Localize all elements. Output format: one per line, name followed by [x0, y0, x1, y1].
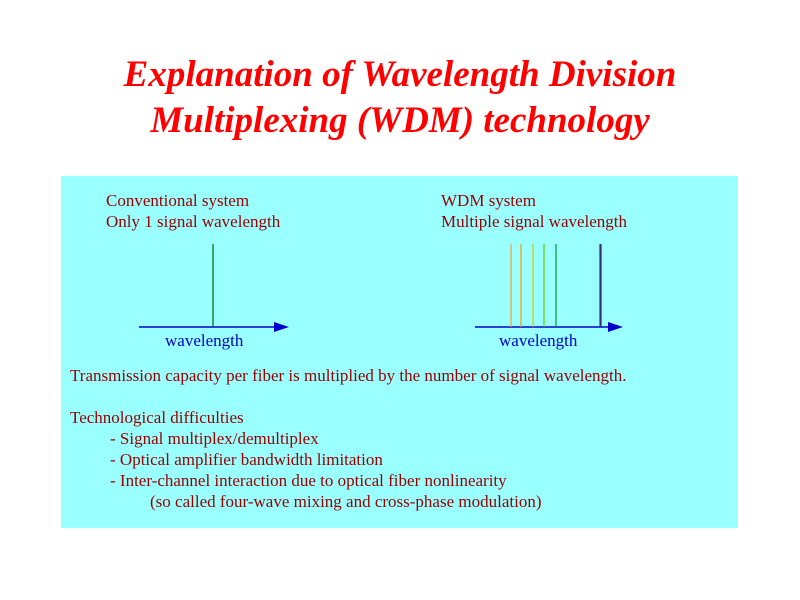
conventional-subheading: Only 1 signal wavelength [106, 212, 281, 231]
title-line-1: Explanation of Wavelength Division [123, 54, 677, 95]
wavelength-diagrams [139, 244, 623, 332]
wdm-diagram [475, 244, 623, 332]
title-line-2: Multiplexing (WDM) technology [150, 100, 650, 141]
capacity-statement: Transmission capacity per fiber is multi… [70, 366, 627, 385]
page-title: Explanation of Wavelength Division Multi… [0, 52, 800, 144]
right-signal-lines [510, 244, 602, 327]
difficulty-item-3-note: (so called four-wave mixing and cross-ph… [150, 492, 542, 511]
right-axis-arrowhead [608, 322, 623, 332]
conventional-diagram [139, 244, 289, 332]
right-axis-label: wavelength [499, 331, 578, 350]
explanation-panel: Conventional system Only 1 signal wavele… [61, 176, 738, 528]
wdm-subheading: Multiple signal wavelength [441, 212, 628, 231]
conventional-heading: Conventional system [106, 191, 250, 210]
difficulty-item-2: - Optical amplifier bandwidth limitation [110, 450, 383, 469]
left-axis-arrowhead [274, 322, 289, 332]
difficulty-item-3: - Inter-channel interaction due to optic… [110, 471, 507, 490]
wdm-heading: WDM system [441, 191, 536, 210]
difficulty-item-1: - Signal multiplex/demultiplex [110, 429, 319, 448]
left-axis-label: wavelength [165, 331, 244, 350]
difficulties-heading: Technological difficulties [70, 408, 244, 427]
